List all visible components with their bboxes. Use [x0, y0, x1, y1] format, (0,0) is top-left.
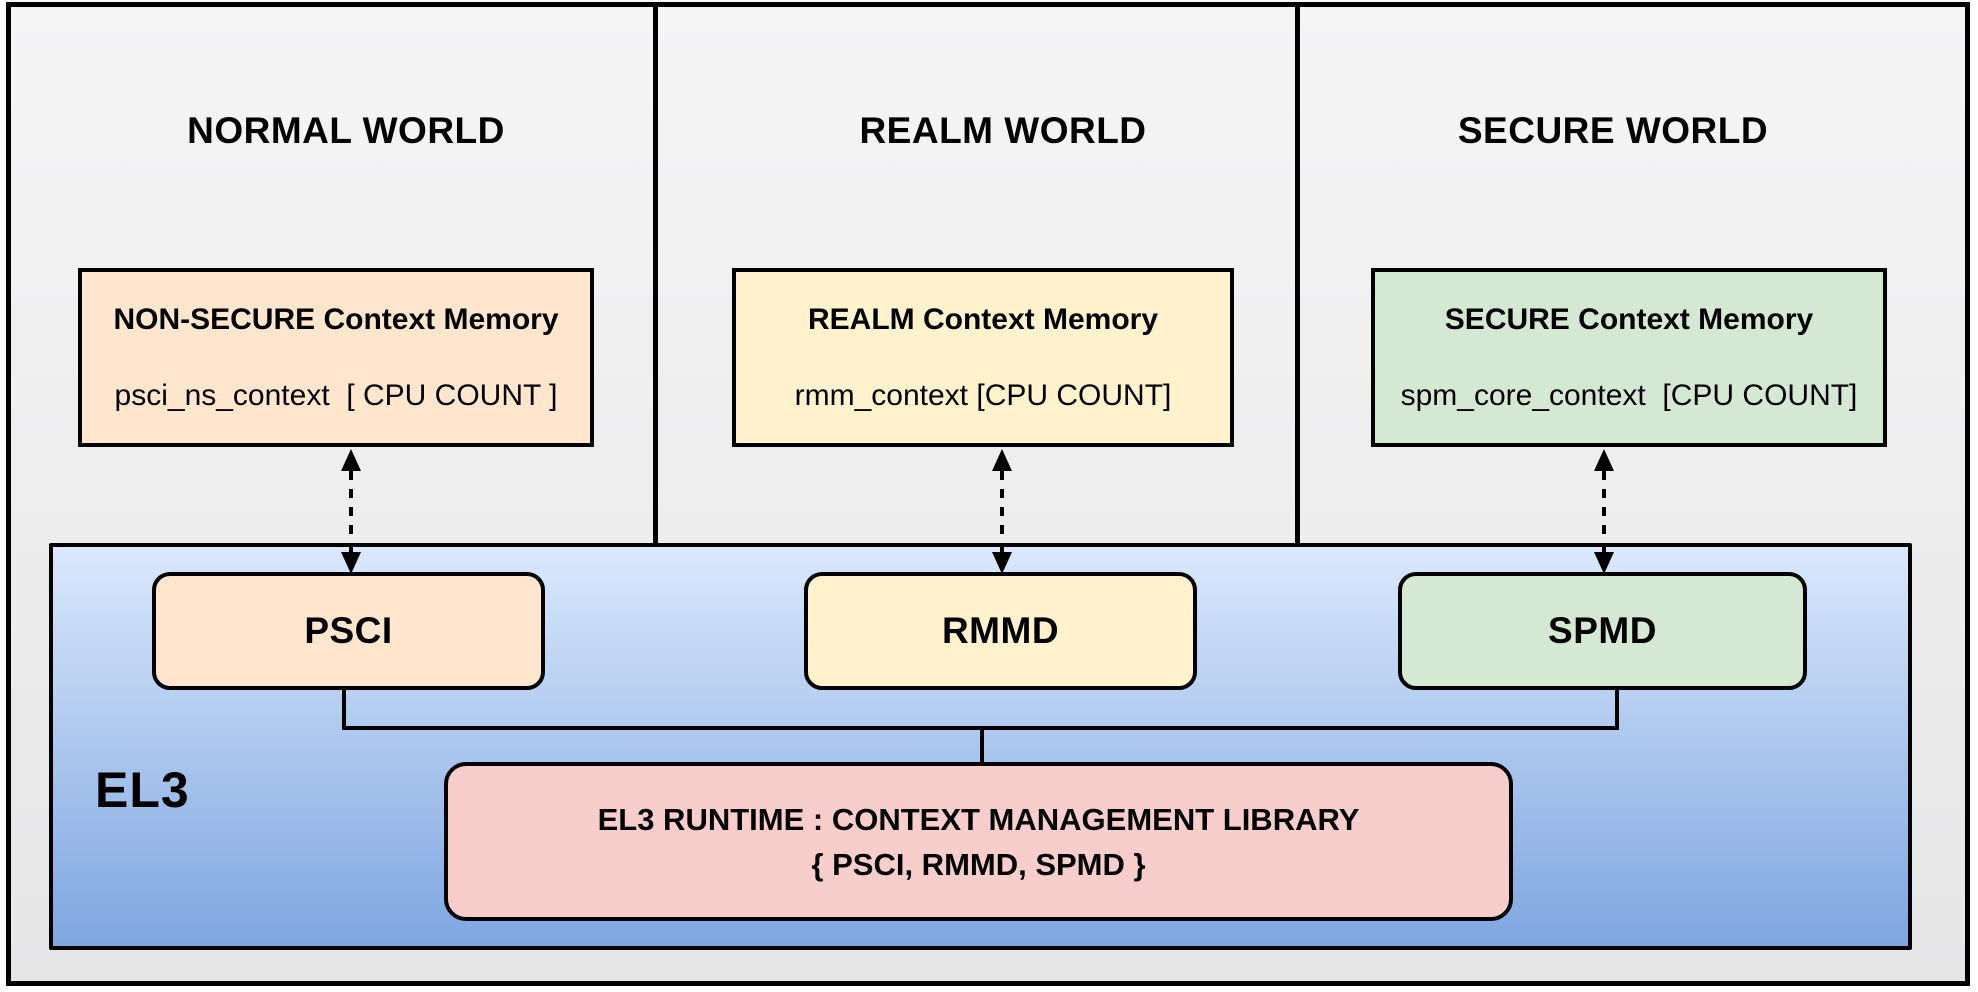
connector-psci-stub [342, 688, 346, 730]
non-secure-context-memory-title: NON-SECURE Context Memory [113, 302, 559, 336]
divider-normal-realm [653, 7, 658, 543]
psci-ns-context-array-label: psci_ns_context [ CPU COUNT ] [114, 378, 558, 412]
secure-context-memory-title: SECURE Context Memory [1444, 302, 1814, 336]
dashed-line [1000, 471, 1004, 552]
connector-runtime-drop [980, 728, 984, 766]
psci-label: PSCI [304, 610, 393, 651]
realm-world-title: REALM WORLD [859, 110, 1147, 151]
divider-realm-secure [1295, 7, 1300, 543]
realm-context-memory-title: REALM Context Memory [807, 302, 1159, 336]
el3-runtime-library-subtitle: { PSCI, RMMD, SPMD } [811, 846, 1146, 882]
arrowhead-down-icon [1594, 552, 1614, 574]
outer-frame: NORMAL WORLD REALM WORLD SECURE WORLD NO… [6, 2, 1970, 986]
spmd-label: SPMD [1548, 610, 1657, 651]
dashed-line [1602, 471, 1606, 552]
arrowhead-up-icon [1594, 449, 1614, 471]
arrowhead-down-icon [992, 552, 1012, 574]
non-secure-context-memory-box: NON-SECURE Context Memory psci_ns_contex… [78, 268, 594, 447]
arrowhead-down-icon [341, 552, 361, 574]
psci-box: PSCI [152, 572, 545, 690]
dashed-line [349, 471, 353, 552]
context-sync-arrow-secure [1594, 449, 1614, 574]
rmm-context-array-label: rmm_context [CPU COUNT] [794, 378, 1172, 412]
context-sync-arrow-realm [992, 449, 1012, 574]
secure-world-title: SECURE WORLD [1457, 110, 1769, 151]
spm-core-context-array-label: spm_core_context [CPU COUNT] [1400, 378, 1858, 412]
context-sync-arrow-normal [341, 449, 361, 574]
arrowhead-up-icon [992, 449, 1012, 471]
connector-spmd-stub [1615, 688, 1619, 730]
arrowhead-up-icon [341, 449, 361, 471]
el3-runtime-library-title: EL3 RUNTIME : CONTEXT MANAGEMENT LIBRARY [597, 801, 1360, 837]
el3-label: EL3 [95, 762, 190, 818]
realm-context-memory-box: REALM Context Memory rmm_context [CPU CO… [732, 268, 1234, 447]
rmmd-box: RMMD [804, 572, 1197, 690]
normal-world-title: NORMAL WORLD [187, 110, 505, 151]
rmmd-label: RMMD [941, 610, 1060, 651]
secure-context-memory-box: SECURE Context Memory spm_core_context [… [1371, 268, 1887, 447]
el3-runtime-library-box: EL3 RUNTIME : CONTEXT MANAGEMENT LIBRARY… [444, 762, 1513, 921]
spmd-box: SPMD [1398, 572, 1807, 690]
